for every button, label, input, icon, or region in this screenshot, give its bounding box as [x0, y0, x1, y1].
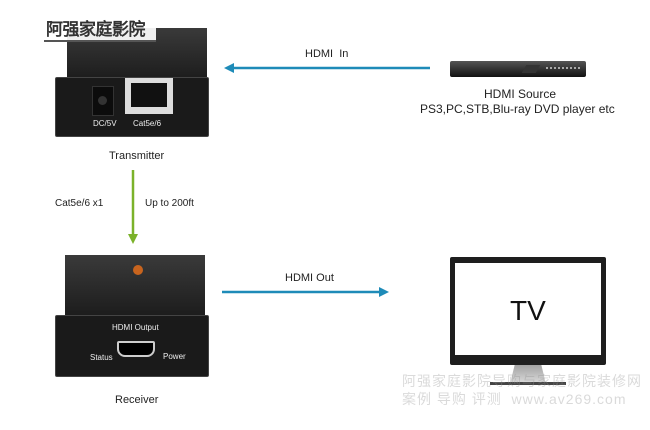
- watermark-line1: 阿强家庭影院导购与家庭影院装修网: [402, 373, 642, 389]
- transmitter-label: Transmitter: [109, 150, 165, 162]
- logo: 阿强家庭影院: [44, 18, 156, 42]
- power-label: Power: [163, 352, 186, 361]
- dvd-player: [450, 61, 586, 81]
- cat-label: Cat5e/6: [133, 119, 162, 128]
- status-label: Status: [90, 353, 113, 362]
- dc-jack: [92, 86, 114, 116]
- watermark-line2: 案例 导购 评测 www.av269.com: [402, 391, 627, 407]
- source-title: HDMI Source: [484, 87, 557, 101]
- hdmi-port: [117, 341, 155, 357]
- rj45-port: [125, 78, 173, 114]
- cable-length-label: Up to 200ft: [145, 198, 194, 209]
- tv: TV: [450, 257, 606, 397]
- cable-arrow: [128, 170, 138, 244]
- watermark: 阿强家庭影院导购与家庭影院装修网 案例 导购 评测 www.av269.com: [402, 372, 642, 408]
- hdmi-in-label: HDMI In: [305, 48, 349, 60]
- tv-screen-text: TV: [510, 295, 546, 326]
- receiver-label: Receiver: [115, 394, 159, 406]
- hdmi-output-label: HDMI Output: [112, 323, 159, 332]
- hdmi-in-arrow: [224, 63, 430, 73]
- hdmi-out-arrow: [222, 287, 389, 297]
- dc-label: DC/5V: [93, 119, 117, 128]
- cable-type-label: Cat5e/6 x1: [55, 198, 104, 209]
- source-subtitle: PS3,PC,STB,Blu-ray DVD player etc: [420, 102, 615, 116]
- receiver-device: HDMI Output Status Power: [55, 255, 210, 377]
- hdmi-out-label: HDMI Out: [285, 272, 334, 284]
